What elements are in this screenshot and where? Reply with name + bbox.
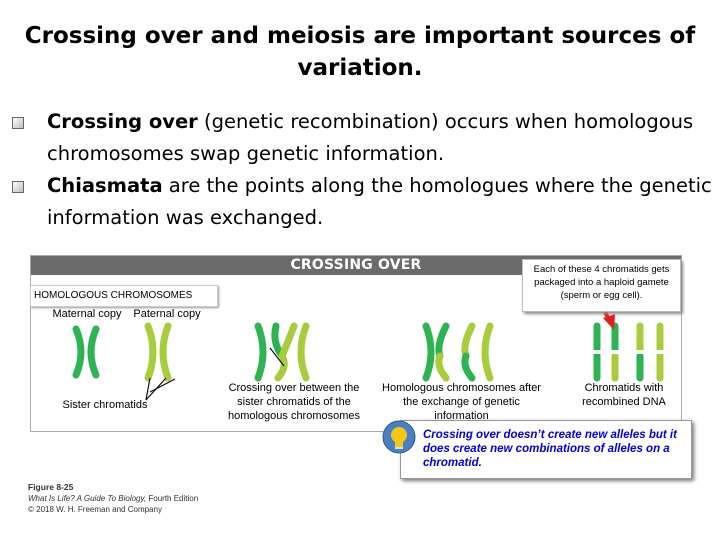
recombined-pair xyxy=(422,322,494,382)
separated-chromatids xyxy=(593,322,664,382)
figure-title: CROSSING OVER xyxy=(290,257,422,273)
bullet-term: Chiasmata xyxy=(47,174,163,197)
bullet-crossing-over: Crossing over (genetic recombination) oc… xyxy=(12,106,712,170)
gamete-callout: Each of these 4 chromatids gets packaged… xyxy=(522,259,681,312)
bullet-marker xyxy=(12,117,24,129)
bullet-chiasmata: Chiasmata are the points along the homol… xyxy=(12,170,712,234)
paternal-chromosome xyxy=(144,322,172,382)
crossing-over-label: Crossing over between the sister chromat… xyxy=(227,382,361,422)
sister-chromatids-label: Sister chromatids xyxy=(62,399,148,411)
copyright: © 2018 W. H. Freeman and Company xyxy=(28,505,162,514)
bullet-list: Crossing over (genetic recombination) oc… xyxy=(12,106,712,234)
figure-title-band xyxy=(31,256,681,275)
lightbulb-icon xyxy=(382,420,416,454)
figure-credit: Figure 8-25 What Is Life? A Guide To Bio… xyxy=(28,482,198,515)
slide-title: Crossing over and meiosis are important … xyxy=(24,23,696,81)
note-text: Crossing over doesn’t create new alleles… xyxy=(423,429,677,469)
bullet-marker xyxy=(12,181,24,193)
figure-number: Figure 8-25 xyxy=(28,482,74,492)
homologous-after-label: Homologous chromosomes after the exchang… xyxy=(382,382,541,422)
book-citation: What Is Life? A Guide To Biology, Fourth… xyxy=(28,494,199,503)
maternal-chromosome xyxy=(72,325,100,379)
paternal-copy-label: Paternal copy xyxy=(133,308,201,320)
crossing-chromosomes xyxy=(254,322,310,382)
bullet-text: (genetic recombination) occurs when homo… xyxy=(47,110,694,165)
bullet-text: are the points along the homologues wher… xyxy=(47,174,712,229)
note-box: Crossing over doesn’t create new alleles… xyxy=(400,420,692,479)
recombined-dna-label: Chromatids with recombined DNA xyxy=(582,382,666,408)
centromere-marks xyxy=(593,350,664,354)
sister-chromatid-pointers xyxy=(145,377,176,401)
chiasma-pointer xyxy=(269,347,285,367)
bullet-term: Crossing over xyxy=(47,110,198,133)
homologous-chromosomes-label: HOMOLOGOUS CHROMOSOMES xyxy=(30,285,218,307)
maternal-copy-label: Maternal copy xyxy=(52,308,122,320)
